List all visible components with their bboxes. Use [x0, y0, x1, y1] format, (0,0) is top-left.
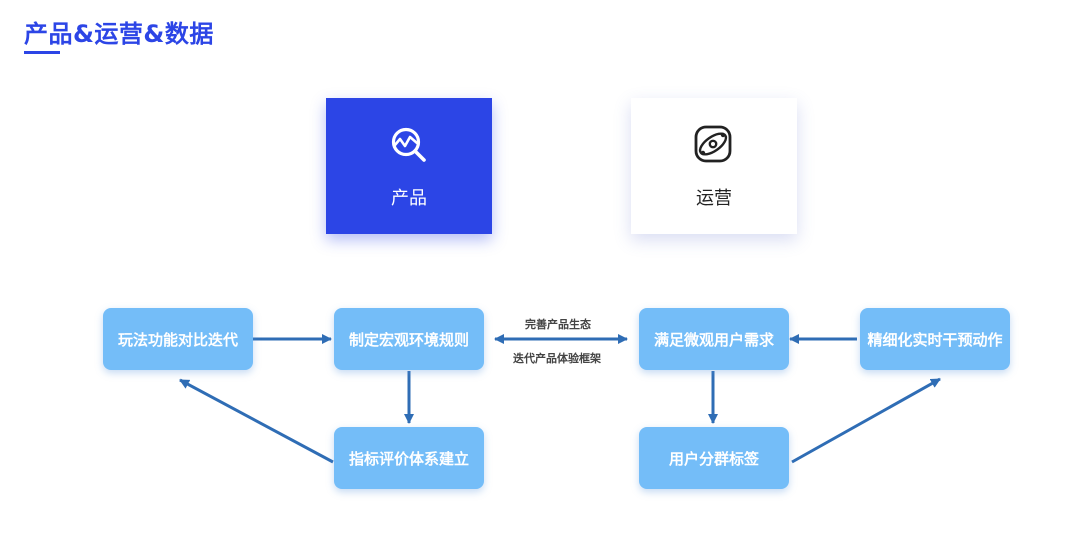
link-label-bottom: 迭代产品体验框架: [513, 352, 601, 365]
arrow-metrics-to-iterate: [179, 378, 334, 464]
atom-icon: [694, 125, 732, 163]
node-metrics-system: 指标评价体系建立: [334, 427, 484, 489]
magnifier-chart-icon: [391, 127, 426, 162]
node-macro-rules: 制定宏观环境规则: [334, 308, 484, 370]
node-user-segment-tags: 用户分群标签: [639, 427, 789, 489]
operations-card-label: 运营: [696, 188, 732, 209]
product-card-label: 产品: [391, 188, 427, 209]
node-feature-iteration: 玩法功能对比迭代: [103, 308, 253, 370]
node-realtime-intervention: 精细化实时干预动作: [860, 308, 1010, 370]
operations-card: 运营: [631, 98, 797, 234]
link-label-top: 完善产品生态: [525, 318, 591, 331]
arrow-tags-to-refine: [791, 377, 941, 464]
title-underline: [24, 51, 60, 54]
page-title: 产品&运营&数据: [24, 20, 214, 48]
node-user-needs: 满足微观用户需求: [639, 308, 789, 370]
product-card: 产品: [326, 98, 492, 234]
